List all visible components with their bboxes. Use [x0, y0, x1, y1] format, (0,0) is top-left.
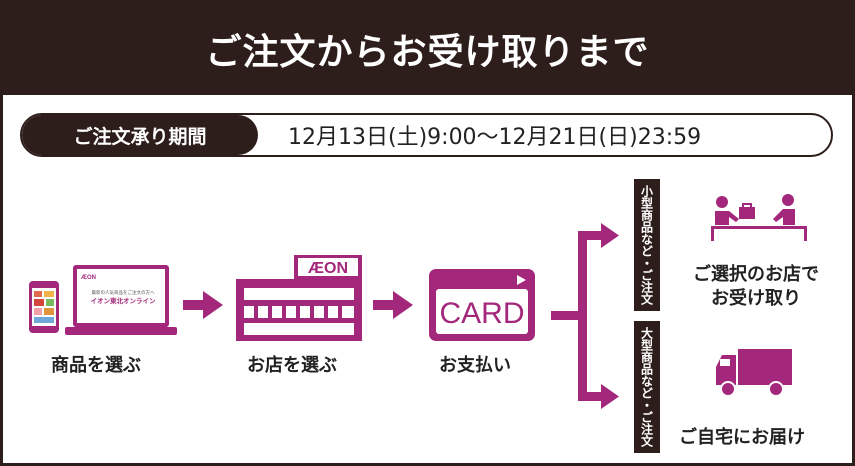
step-label-payment: お支払い — [439, 355, 511, 376]
branch-label-line1: ご選択のお店で — [693, 264, 819, 285]
delivery-truck-icon — [716, 349, 792, 397]
step-label-select-product: 商品を選ぶ — [51, 355, 141, 376]
card-icon: CARD — [429, 269, 535, 341]
period-value: 12月13日(土)9:00〜12月21日(日)23:59 — [288, 125, 702, 150]
branch-label-home-delivery: ご自宅にお届け — [679, 427, 805, 448]
laptop-screen-line1: 最新の人気商品をご注文の方へ — [92, 289, 155, 296]
laptop-phone-icon: ÆON 最新の人気商品をご注文の方へ イオン東北オンライン — [29, 265, 177, 335]
svg-text:ÆON: ÆON — [81, 275, 96, 281]
store-sign-text: ÆON — [308, 260, 348, 277]
order-period: ご注文承り期間 12月13日(土)9:00〜12月21日(日)23:59 — [20, 113, 833, 157]
branch-label-store-pickup: ご選択のお店で お受け取り — [675, 263, 837, 311]
branch-tab-large-items: 大型商品など・ご注文 — [634, 321, 660, 453]
branch-tab-small-items: 小型商品など・ご注文 — [634, 179, 660, 311]
branch-label-line2: お受け取り — [711, 288, 801, 309]
aeon-store-icon: ÆON — [236, 255, 362, 341]
page-title: ご注文からお受け取りまで — [3, 3, 852, 95]
period-label: ご注文承り期間 — [22, 115, 258, 155]
card-text: CARD — [439, 297, 524, 330]
arrow-right-icon — [183, 291, 223, 319]
laptop-screen-line2: イオン東北オンライン — [91, 296, 157, 305]
step-label-select-store: お店を選ぶ — [247, 355, 337, 376]
arrow-right-icon — [373, 291, 413, 319]
counter-pickup-icon — [711, 194, 807, 241]
branch-connector — [551, 223, 619, 409]
